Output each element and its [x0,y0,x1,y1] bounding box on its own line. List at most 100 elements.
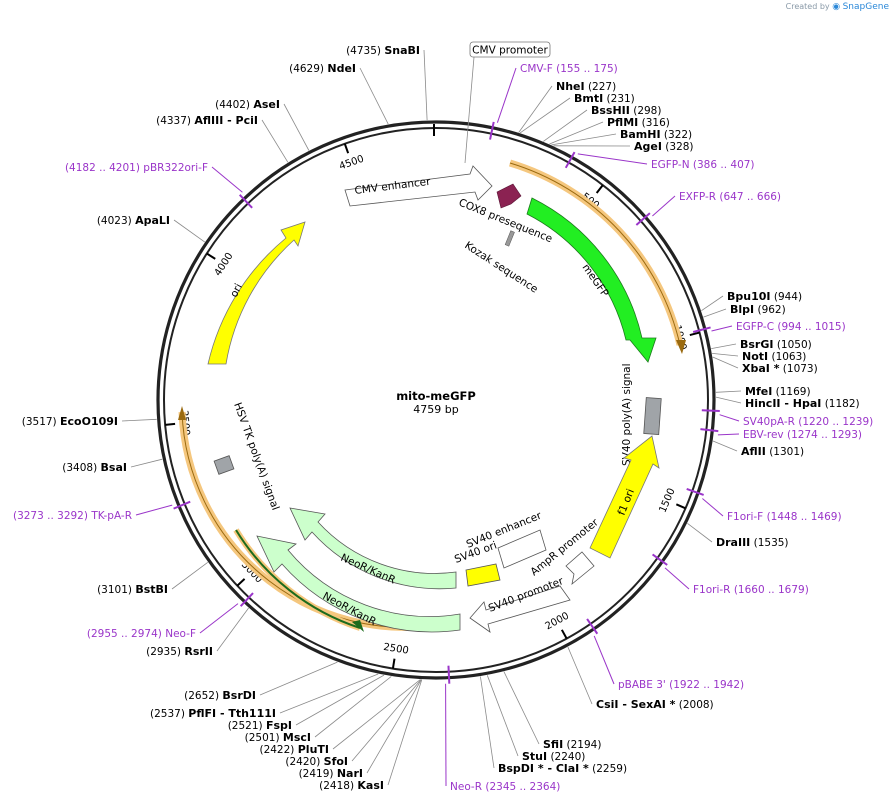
site-text: (2935) [146,646,181,658]
primer-text: CMV-F [520,63,553,75]
sv40-ori-box [465,563,501,587]
primer-leader [664,567,690,590]
site-leader [567,646,593,705]
site-leader [503,671,540,745]
primer-mark [651,553,668,566]
site-leader [121,418,157,422]
primer-text: pBABE 3' [618,679,666,691]
scale-tick [675,503,686,510]
cox8-arrow [496,183,522,209]
scale-tick-label: 1500 [657,487,677,515]
primer-label: F1ori-F (1448 .. 1469) [727,511,842,523]
primer-mark [686,488,704,496]
restriction-site-label: (4337) AflIII - PciI [156,114,258,127]
site-text: (2420) [285,756,320,768]
primer-text: (386 .. 407) [693,159,755,171]
restriction-site-label: BssHII (298) [591,104,661,117]
primer-text: EGFP-C [736,321,774,333]
site-text: (231) [607,93,635,105]
restriction-site-label: (2935) RsrII [146,645,213,658]
primer-mark [173,500,191,510]
site-leader [130,458,163,468]
site-leader [518,85,553,133]
hsv-tk-marker [213,455,235,475]
site-text: SfoI [324,755,348,768]
site-leader [519,97,571,134]
primer-mark [586,618,599,635]
neokanr-arrow-1 [289,507,457,590]
site-leader [261,119,289,163]
primer-leader [593,635,615,685]
site-text: PciI [236,114,258,127]
site-leader [549,121,604,145]
site-leader [715,390,742,393]
site-text: Bpu10I [727,290,771,303]
site-and-primer-labels: (4735) SnaBI(4629) NdeI(4402) AseI(4337)… [13,44,873,793]
primer-text: (1660 .. 1679) [734,584,809,596]
primer-text: (3273 .. 3292) [13,510,88,522]
cmv-enhancer-arrow [344,165,493,207]
site-leader [366,679,422,774]
site-text: KasI [357,779,384,792]
restriction-site-label: BlpI (962) [730,303,786,316]
snapgene-logo-icon: ◉ [832,2,841,12]
primer-leader [199,603,239,634]
restriction-site-label: (4629) NdeI [289,62,356,75]
site-text: (1182) [825,398,860,410]
site-text: BssHII [591,104,630,117]
restriction-site-label: (2501) MscI [245,731,311,744]
primer-text: (155 .. 175) [556,63,618,75]
primer-text: F1ori-F [727,511,763,523]
sv40-polya-label: SV40 poly(A) signal [621,363,633,466]
neo-inner-line [235,529,361,629]
primer-mark [692,326,711,333]
site-leader [359,67,389,125]
primer-text: Neo-F [165,628,196,640]
site-text: NotI [742,350,768,363]
site-text: (2537) [150,708,185,720]
primer-text: (1922 .. 1942) [669,679,744,691]
primer-leader [702,498,724,517]
site-leader [351,679,422,762]
site-text: (3101) [97,584,132,596]
cmv-promoter-box [469,41,551,58]
ampr-promoter-arrow [565,551,595,586]
site-text: (227) [588,81,616,93]
restriction-site-label: DraIII (1535) [716,536,789,549]
site-text: (2240) [550,751,585,763]
restriction-site-label: (2422) PluTI [259,743,329,756]
primer-label: CMV-F (155 .. 175) [520,63,618,75]
site-text: (4735) [346,45,381,57]
primer-leader [711,325,733,332]
site-text: - [223,114,235,127]
site-leader [283,103,310,151]
site-text: (1535) [754,537,789,549]
site-text: Tth111I [228,707,276,720]
primer-leader [719,414,740,422]
site-text: SfiI [543,738,563,751]
restriction-site-label: BamHI (322) [620,128,692,141]
restriction-site-label: (3408) BsaI [62,461,127,474]
site-leader [712,356,739,369]
site-text: BamHI [620,128,661,141]
site-leader [715,396,742,404]
restriction-site-label: (4023) ApaLI [97,214,170,227]
site-text: XbaI * [742,362,780,375]
restriction-site-label: (3517) EcoO109I [22,415,118,428]
primer-text: (4182 .. 4201) [65,162,140,174]
site-text: BsaI [101,461,127,474]
restriction-site-label: BspDI * - ClaI * (2259) [498,762,627,775]
primer-label: (4182 .. 4201) pBR322ori-F [65,162,208,174]
site-text: ClaI * [556,762,589,775]
primer-leader [496,67,517,123]
site-text: (1301) [769,446,804,458]
site-text: (962) [757,304,785,316]
kozak-label: Kozak sequence [462,239,540,295]
site-text: SnaBI [384,44,420,57]
site-text: BsrDI [222,689,256,702]
primer-text: TK-pA-R [90,510,132,522]
primer-text: (2345 .. 2364) [485,781,560,793]
site-text: RsrII [184,645,213,658]
site-leader [173,219,206,243]
